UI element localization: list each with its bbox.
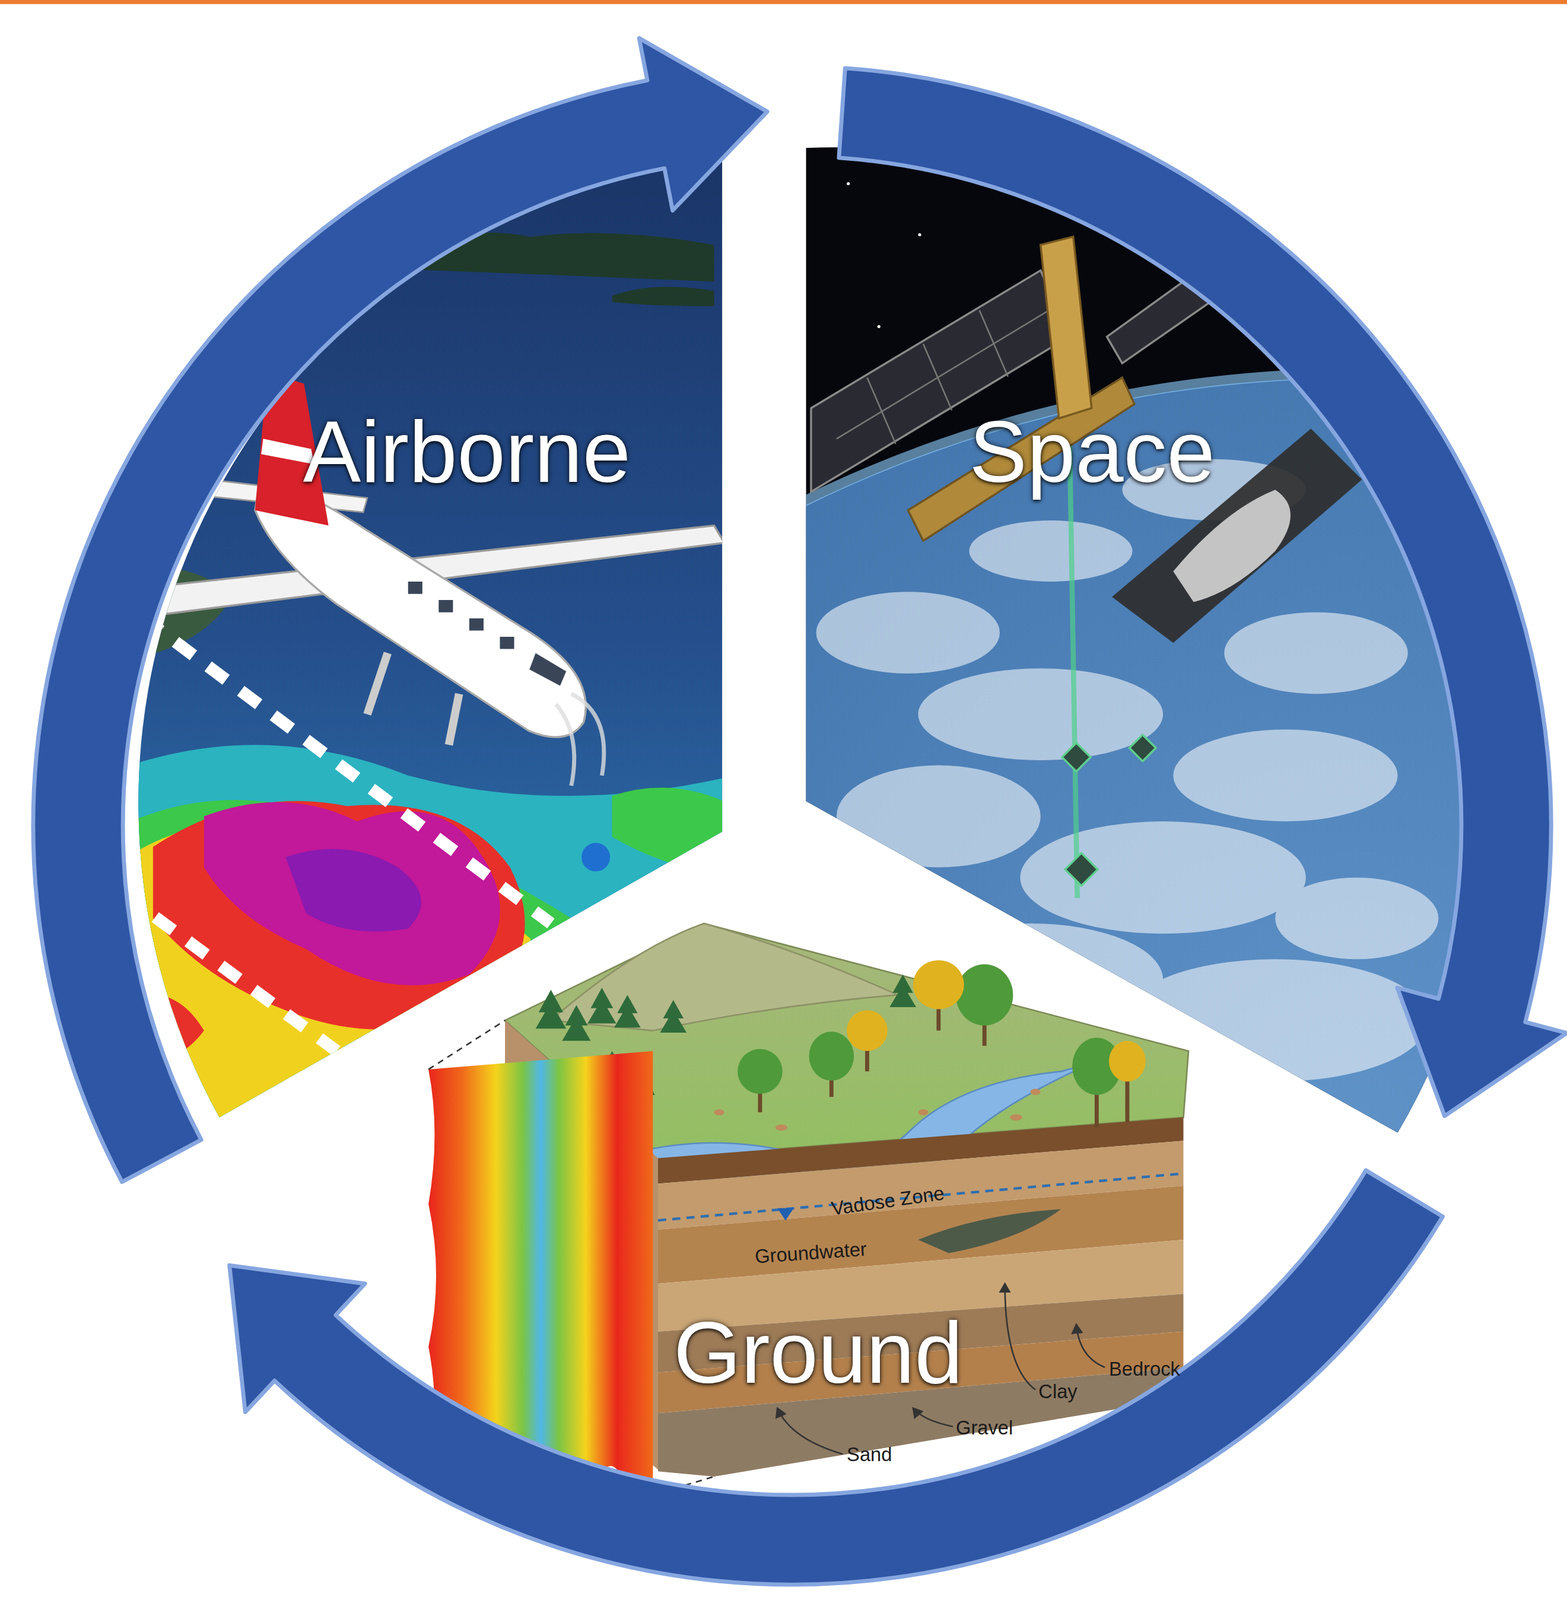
cycle-arrow xyxy=(33,37,768,1182)
cycle-arrow xyxy=(229,1170,1443,1585)
leader-line xyxy=(913,1407,953,1427)
sector-outline xyxy=(423,913,1191,1505)
leader-line xyxy=(1076,1324,1105,1368)
heatmap-purple xyxy=(285,849,421,932)
heatmap-magenta xyxy=(204,802,501,986)
ground-scene xyxy=(428,923,1189,1495)
layer-label: Bedrock xyxy=(1108,1358,1181,1381)
layer-label: Gravel xyxy=(955,1418,1013,1440)
footprints xyxy=(1062,734,1156,886)
sector-title: Ground xyxy=(673,1308,963,1396)
rocks xyxy=(714,1088,1041,1131)
plane-windows xyxy=(408,581,567,686)
swath-land xyxy=(1173,489,1291,602)
space-sector: Space xyxy=(805,145,1474,1136)
propeller xyxy=(555,693,605,786)
airborne-sector: Airborne xyxy=(110,150,725,1120)
landing-gear xyxy=(367,652,460,745)
satellite-body xyxy=(1040,236,1092,419)
leader-line xyxy=(777,1407,843,1454)
top-rule xyxy=(0,0,1567,5)
sector-shape xyxy=(138,153,723,1118)
heatmap-red xyxy=(122,801,525,1064)
cycle-arrow xyxy=(838,68,1567,1117)
water-table xyxy=(658,1173,1184,1220)
leader-line xyxy=(1005,1283,1036,1390)
layer-label: Sand xyxy=(846,1444,892,1467)
water-table-mark xyxy=(777,1208,794,1221)
autumn-trees xyxy=(846,960,1146,1082)
sector-title: Airborne xyxy=(303,408,631,495)
layer-label: Clay xyxy=(1038,1381,1077,1403)
plume xyxy=(917,1208,1061,1253)
sector-outline xyxy=(805,145,1474,1136)
sector-title: Space xyxy=(968,408,1215,495)
sector-shape xyxy=(805,147,1474,1133)
sector-outline xyxy=(110,150,725,1120)
sector-shape xyxy=(428,923,1189,1495)
earth xyxy=(102,377,1567,1600)
atmosphere xyxy=(97,373,1567,1600)
ground-sector: Ground xyxy=(423,913,1191,1505)
